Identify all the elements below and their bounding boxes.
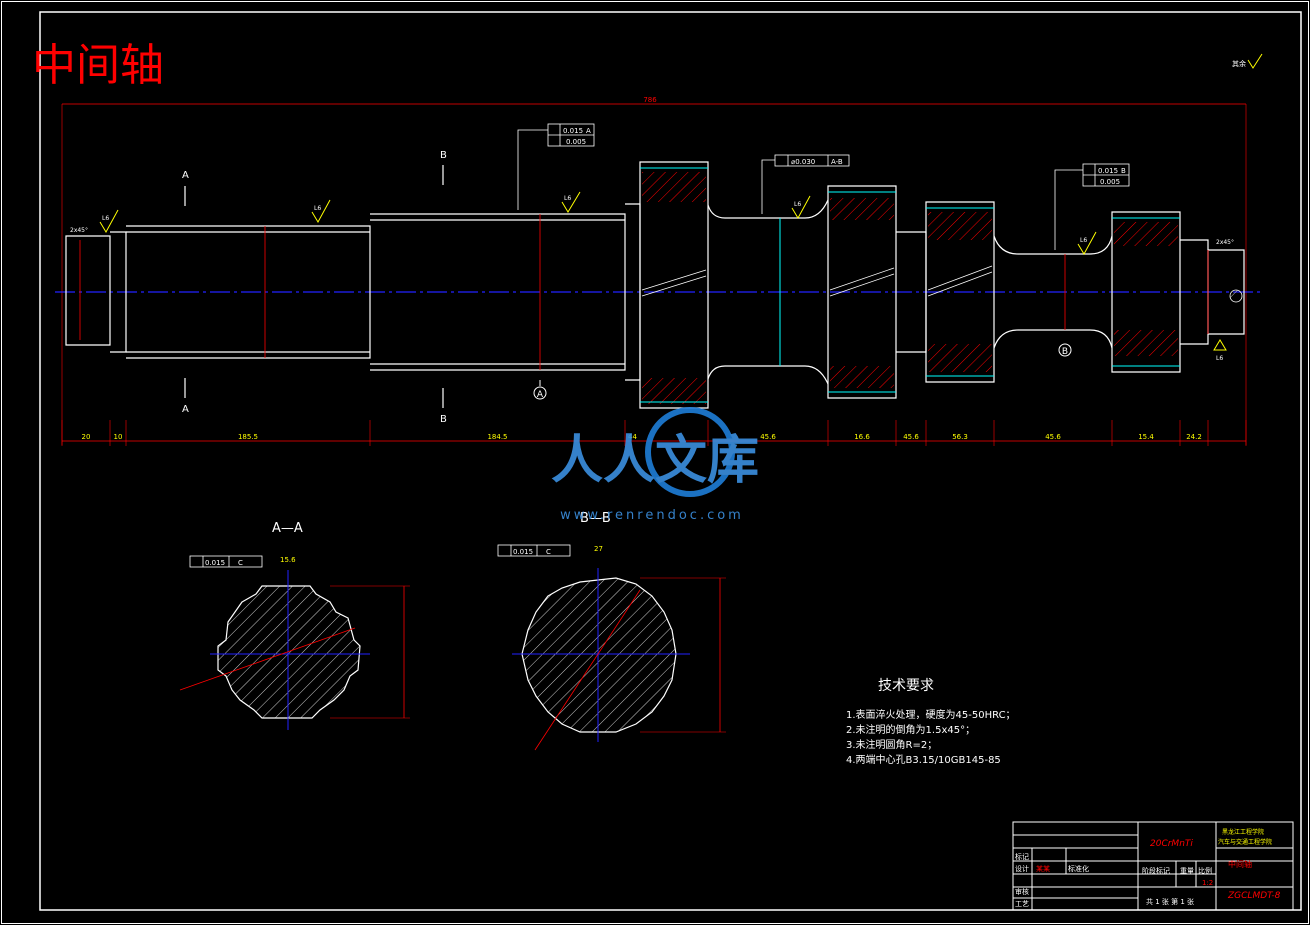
svg-text:L6: L6	[564, 195, 571, 202]
gear-tooth-lines	[640, 167, 1180, 403]
drawing-number: ZGCLMDT-8	[1227, 891, 1281, 901]
svg-text:工艺: 工艺	[1015, 900, 1029, 908]
shaft-outline	[65, 161, 1245, 409]
svg-text:0.005: 0.005	[566, 138, 586, 146]
svg-text:B: B	[440, 150, 447, 161]
inner-border	[39, 11, 1302, 911]
tolerance-frame-coax	[761, 154, 850, 214]
svg-text:B: B	[440, 414, 447, 425]
overall-length: 786	[643, 96, 657, 104]
svg-text:L6: L6	[314, 205, 321, 212]
section-aa-title: A—A	[272, 521, 303, 536]
gear-hatching	[642, 172, 1178, 404]
svg-text:标准化: 标准化	[1068, 864, 1089, 873]
segment-dim-label: 56.3	[952, 433, 968, 441]
section-aa: 0.015 C 15.6	[179, 555, 410, 730]
segment-dim-label: 184.5	[487, 433, 507, 441]
title-block	[1012, 821, 1294, 911]
svg-text:L6: L6	[1216, 355, 1223, 362]
svg-text:A: A	[182, 170, 189, 181]
segment-dim-label: 45.6	[1045, 433, 1061, 441]
segment-dim-label: 16.6	[854, 433, 870, 441]
svg-text:0.015: 0.015	[205, 559, 225, 567]
tech-heading: 技术要求	[878, 678, 934, 694]
svg-text:比例: 比例	[1198, 866, 1212, 875]
segment-dim-label: 185.5	[238, 433, 258, 441]
svg-text:汽车与交通工程学院: 汽车与交通工程学院	[1218, 838, 1272, 846]
svg-text:审核: 审核	[1015, 887, 1029, 896]
svg-text:C: C	[546, 548, 551, 556]
roughness-symbols	[99, 191, 1227, 351]
svg-text:某某: 某某	[1036, 865, 1050, 873]
segment-dim-label: 15.4	[1138, 433, 1154, 441]
tolerance-frame-upper-mid	[517, 123, 595, 210]
svg-text:15.6: 15.6	[280, 556, 296, 564]
svg-text:重量: 重量	[1180, 867, 1194, 875]
svg-text:A: A	[537, 390, 544, 400]
part-name: 中间轴	[1228, 859, 1252, 869]
svg-text:C: C	[238, 559, 243, 567]
svg-text:27: 27	[594, 545, 603, 553]
tolerance-frame-right	[1054, 163, 1130, 250]
svg-text:标记: 标记	[1015, 852, 1029, 861]
svg-text:阶段标记: 阶段标记	[1142, 866, 1170, 875]
svg-text:共 1 张 第 1 张: 共 1 张 第 1 张	[1146, 897, 1194, 906]
material: 20CrMnTi	[1150, 839, 1193, 849]
svg-text:A: A	[586, 127, 591, 135]
segment-dim-label: 45.6	[760, 433, 776, 441]
svg-text:0.005: 0.005	[1100, 178, 1120, 186]
svg-text:L6: L6	[794, 201, 801, 208]
svg-text:L6: L6	[102, 215, 109, 222]
segment-dim-label: 20	[82, 433, 91, 441]
svg-text:0.015: 0.015	[563, 127, 583, 135]
tech-item: 3.未注明圆角R=2；	[846, 738, 937, 751]
segment-dim-label: 44	[628, 433, 637, 441]
tech-items: 1.表面淬火处理，硬度为45-50HRC； 2.未注明的倒角为1.5x45°； 3.…	[846, 708, 1016, 766]
segment-dim-label: 24.2	[1186, 433, 1202, 441]
section-bb-title: B—B	[580, 511, 611, 526]
chamfer-left: 2x45°	[70, 227, 88, 234]
svg-text:人人文库: 人人文库	[551, 431, 759, 491]
tech-item: 1.表面淬火处理，硬度为45-50HRC；	[846, 708, 1016, 721]
tech-item: 4.两端中心孔B3.15/10GB145-85	[846, 753, 1001, 766]
svg-text:L6: L6	[1080, 237, 1087, 244]
chamfer-right: 2x45°	[1216, 239, 1234, 246]
svg-text:设计: 设计	[1015, 864, 1029, 873]
drawing-title: 中间轴	[32, 40, 164, 91]
watermark: 人人文库 www.renrendoc.com	[551, 407, 759, 523]
svg-text:0.015: 0.015	[1098, 167, 1118, 175]
top-right-note: 其余	[1232, 59, 1246, 68]
datum-a: A	[533, 380, 547, 400]
svg-text:B: B	[1062, 347, 1068, 357]
segment-dim-label: 45.6	[903, 433, 919, 441]
svg-text:A: A	[182, 404, 189, 415]
svg-text:B: B	[1121, 167, 1126, 175]
svg-text:⌀0.030: ⌀0.030	[791, 158, 815, 166]
helix-lines	[641, 265, 993, 297]
svg-text:黑龙江工程学院: 黑龙江工程学院	[1222, 828, 1264, 836]
svg-text:A-B: A-B	[831, 158, 843, 166]
tech-item: 2.未注明的倒角为1.5x45°；	[846, 723, 975, 736]
svg-text:www.renrendoc.com: www.renrendoc.com	[560, 508, 744, 523]
svg-text:1:2: 1:2	[1202, 879, 1213, 887]
section-markers: A A B B	[182, 150, 447, 425]
segment-dim-label: 10	[114, 433, 123, 441]
section-bb: 0.015 C 27	[497, 544, 726, 751]
datum-b: B	[1058, 343, 1072, 357]
roughness-symbol-top-right	[1247, 53, 1263, 69]
svg-text:0.015: 0.015	[513, 548, 533, 556]
